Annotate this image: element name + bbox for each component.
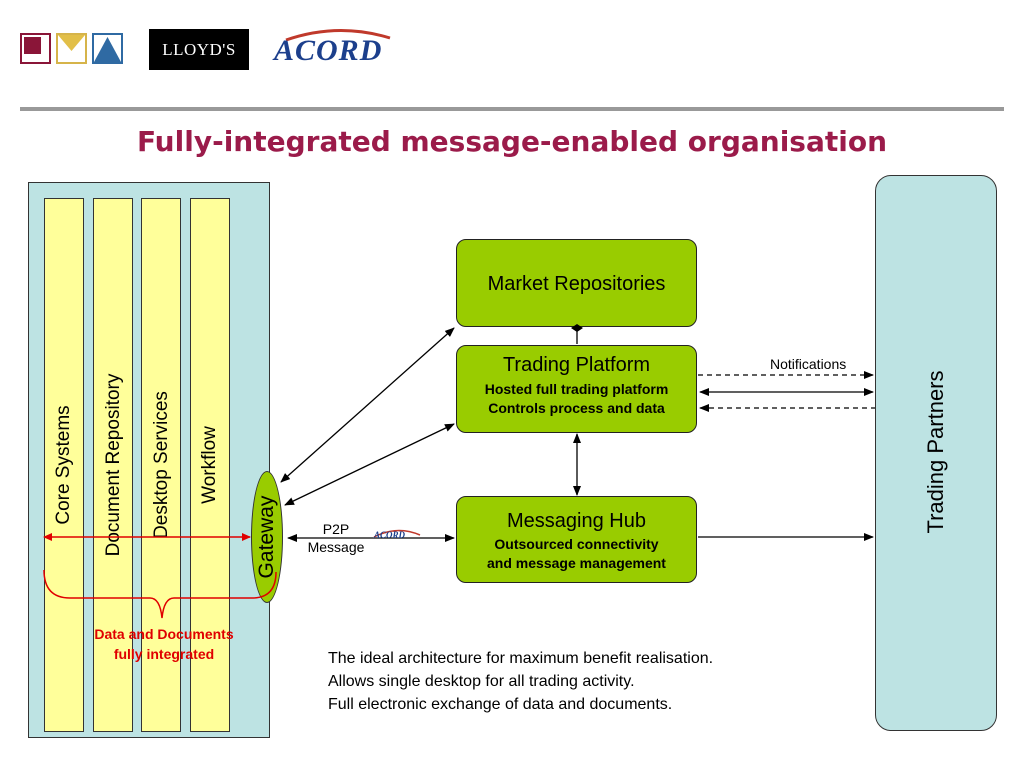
arrow-gateway-market-repositories	[280, 327, 455, 483]
description-line3: Full electronic exchange of data and doc…	[328, 696, 673, 713]
logo-square-maroon	[20, 33, 51, 64]
trading-partners-panel	[875, 175, 997, 731]
gateway	[251, 471, 283, 603]
arrow-gateway-trading-platform	[284, 423, 455, 506]
notifications-label: Notifications	[770, 356, 847, 372]
small-acord-logo: ACORD	[374, 530, 406, 540]
page-title: Fully-integrated message-enabled organis…	[136, 125, 888, 158]
description-line2: Allows single desktop for all trading ac…	[328, 673, 635, 690]
column-document-repository	[93, 198, 133, 732]
market-repositories-box: Market Repositories	[456, 239, 697, 327]
messaging-hub-line1: Outsourced connectivity	[494, 536, 659, 552]
trading-platform-line2: Controls process and data	[488, 400, 665, 416]
small-acord-swoosh-icon	[373, 529, 421, 538]
integration-note-line1: Data and Documents	[94, 626, 234, 642]
p2p-label-line2: Message	[307, 539, 365, 555]
description-line1: The ideal architecture for maximum benef…	[328, 650, 714, 667]
p2p-message-label: P2P Message	[298, 520, 374, 556]
logo-square-blue	[92, 33, 123, 64]
description-text: The ideal architecture for maximum benef…	[328, 647, 713, 716]
lloyds-logo: LLOYD'S	[149, 29, 249, 70]
market-repositories-title: Market Repositories	[487, 273, 666, 295]
messaging-hub-box: Messaging Hub Outsourced connectivity an…	[456, 496, 697, 583]
acord-swoosh-icon	[285, 28, 391, 42]
messaging-hub-title: Messaging Hub	[507, 510, 646, 532]
column-desktop-services	[141, 198, 181, 732]
p2p-label-line1: P2P	[322, 521, 350, 537]
trading-platform-line1: Hosted full trading platform	[484, 381, 669, 397]
logo-square-gold	[56, 33, 87, 64]
messaging-hub-line2: and message management	[487, 555, 666, 571]
trading-platform-box: Trading Platform Hosted full trading pla…	[456, 345, 697, 433]
column-workflow	[190, 198, 230, 732]
integration-note-line2: fully integrated	[113, 646, 215, 662]
column-core-systems	[44, 198, 84, 732]
integration-note: Data and Documents fully integrated	[64, 624, 264, 664]
acord-logo: ACORD	[274, 34, 383, 67]
integration-brace	[43, 569, 277, 619]
header-divider	[20, 107, 1004, 111]
trading-platform-title: Trading Platform	[502, 354, 651, 376]
